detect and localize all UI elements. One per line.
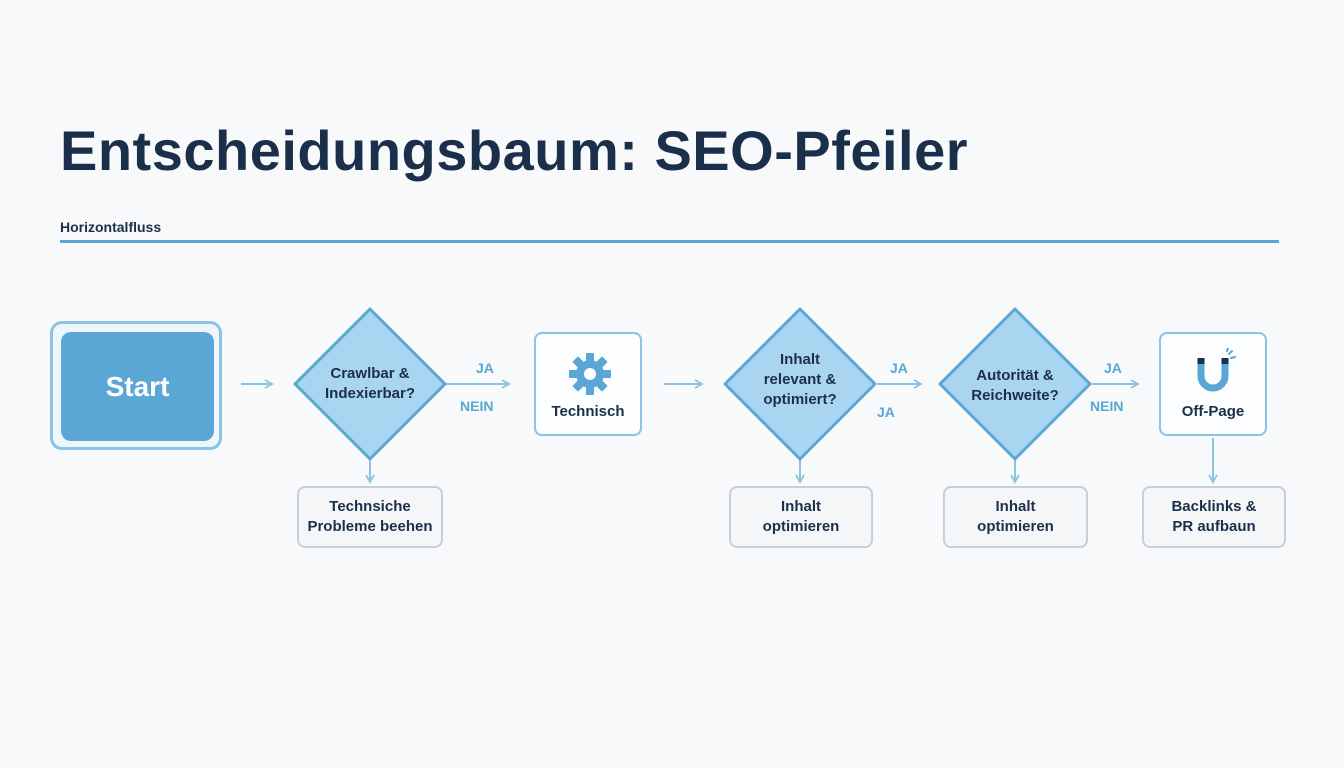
edge-label-nein-1: NEIN: [460, 398, 494, 414]
gear-icon: [569, 353, 611, 395]
process-technisch: Technisch: [534, 332, 642, 436]
edge-label-nein-3: NEIN: [1090, 398, 1124, 414]
process-technisch-label: Technisch: [551, 403, 625, 420]
process-offpage: Off-Page: [1159, 332, 1267, 436]
header-divider: [60, 240, 1279, 243]
decision-diamond-autoritaet: [938, 307, 1092, 461]
magnet-icon: [1197, 348, 1236, 392]
edge-label-ja-3: JA: [1104, 360, 1122, 376]
outcome-technische-probleme: Technsiche Probleme beehen: [297, 486, 443, 548]
process-offpage-label: Off-Page: [1181, 403, 1245, 420]
decision-crawlbar-text: Crawlbar & Indexierbar?: [324, 365, 416, 402]
page-title: Entscheidungsbaum: SEO-Pfeiler: [60, 119, 969, 182]
decision-inhalt-text: Inhalt relevant & optimiert?: [763, 351, 837, 408]
page-subtitle: Horizontalfluss: [60, 219, 162, 235]
outcome-inhalt-optimieren-1: Inhalt optimieren: [729, 486, 873, 548]
outcome-inhalt-optimieren-2: Inhalt optimieren: [943, 486, 1088, 548]
edge-label-ja-2a: JA: [890, 360, 908, 376]
decision-diamond-crawlbar: [293, 307, 447, 461]
edge-label-ja-1: JA: [476, 360, 494, 376]
start-node: Start: [61, 332, 214, 441]
decision-diamond-inhalt: [723, 307, 877, 461]
outcome-backlinks: Backlinks & PR aufbaun: [1142, 486, 1286, 548]
decision-autoritaet-text: Autorität & Reichweite?: [971, 367, 1059, 404]
edge-label-ja-2b: JA: [877, 404, 895, 420]
